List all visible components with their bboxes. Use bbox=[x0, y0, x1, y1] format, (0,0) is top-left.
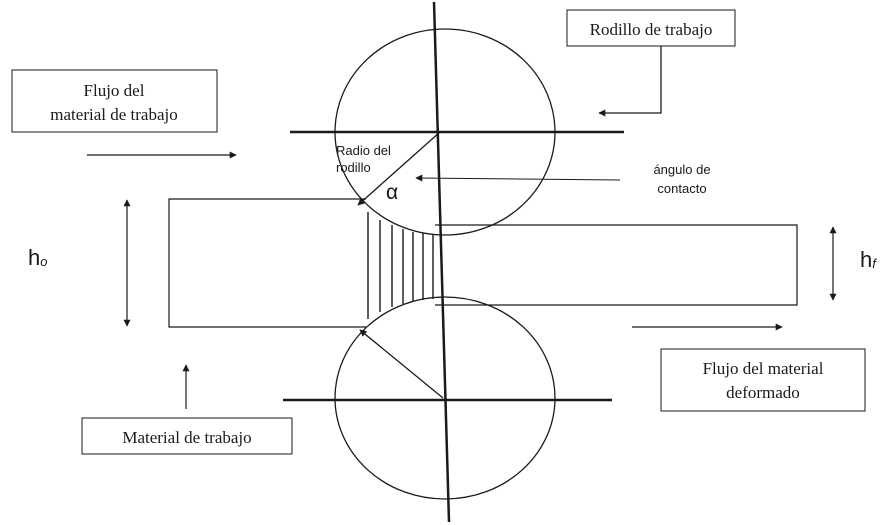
work-material-slab bbox=[168, 198, 366, 328]
flujo-material-label-line1: Flujo del bbox=[84, 81, 145, 100]
flujo-deformado-label-line1: Flujo del material bbox=[703, 359, 824, 378]
radio-rodillo-label-line2: rodillo bbox=[336, 160, 371, 175]
flujo-deformado-label-box bbox=[660, 348, 866, 412]
h0-label: ho bbox=[28, 245, 47, 270]
radio-rodillo-label-line1: Radio del bbox=[336, 143, 391, 158]
rodillo-trabajo-label-box bbox=[566, 9, 736, 47]
material-trabajo-label: Material de trabajo bbox=[122, 428, 251, 447]
angulo-contacto-arrow bbox=[415, 174, 621, 182]
roll-radius-line bbox=[357, 131, 441, 206]
angulo-contacto-label-line1: ángulo de bbox=[653, 162, 710, 177]
deformation-zone-hatching bbox=[367, 212, 434, 319]
rodillo-trabajo-label: Rodillo de trabajo bbox=[590, 20, 713, 39]
flujo-deformado-label-line2: deformado bbox=[726, 383, 800, 402]
angulo-contacto-label-line2: contacto bbox=[657, 181, 706, 196]
rodillo-pointer-arrow bbox=[598, 46, 662, 117]
material-trabajo-label-box bbox=[81, 417, 293, 455]
flujo-material-label-line2: material de trabajo bbox=[50, 105, 177, 124]
alpha-symbol: α bbox=[386, 181, 398, 204]
hf-label: hf bbox=[860, 247, 877, 272]
vertical-center-line bbox=[432, 1, 451, 523]
deformed-material-slab bbox=[435, 224, 798, 306]
flujo-material-label-box bbox=[11, 69, 218, 133]
lower-roll-radius-line bbox=[359, 329, 444, 399]
lower-work-roll bbox=[334, 296, 556, 500]
